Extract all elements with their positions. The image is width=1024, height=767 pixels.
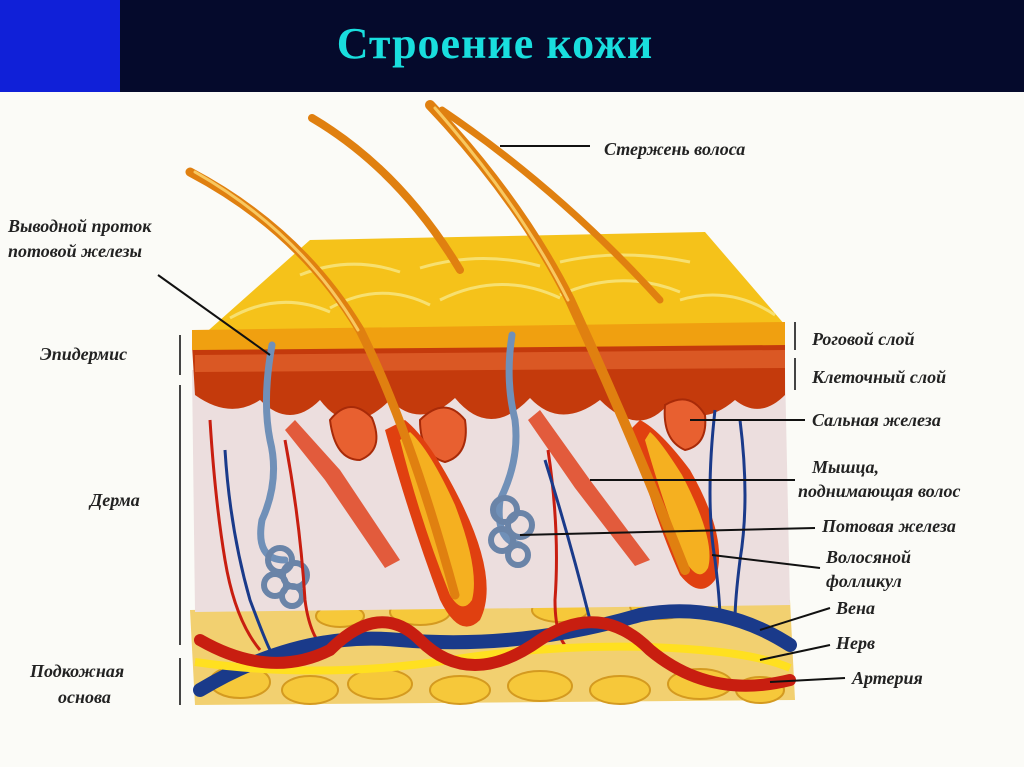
- hair-shaft-highlights: [193, 106, 570, 332]
- stratum-corneum-top: [192, 232, 785, 345]
- label-sweat-duct-line1: Выводной проток: [8, 216, 152, 236]
- label-sebaceous-gland: Сальная железа: [812, 410, 941, 430]
- label-hair-shaft: Стержень волоса: [604, 139, 746, 159]
- artery: [194, 616, 796, 692]
- vein: [193, 604, 797, 697]
- label-dermis: Дерма: [90, 490, 140, 510]
- slide-title: Строение кожи: [336, 19, 654, 68]
- title-bar: [0, 0, 1024, 92]
- sweat-gland-coils: [261, 495, 535, 609]
- title-accent: [0, 0, 120, 92]
- cell-layer-highlight: [195, 350, 785, 372]
- label-nerve: Нерв: [836, 633, 876, 653]
- label-muscle-line2: поднимающая волос: [798, 481, 961, 501]
- label-follicle-line2: фолликул: [826, 571, 902, 591]
- label-vein: Вена: [836, 598, 875, 618]
- stratum-corneum-front: [192, 322, 785, 350]
- leader-lines: [157, 145, 846, 683]
- arrector-muscles: [285, 410, 650, 568]
- venules: [223, 409, 747, 651]
- label-sweat-gland: Потовая железа: [822, 516, 956, 536]
- label-follicle-line1: Волосяной: [826, 547, 912, 567]
- label-sweat-duct-line2: потовой железы: [8, 241, 143, 261]
- label-hypodermis-line2: основа: [58, 687, 111, 707]
- label-muscle-line1: Мышца,: [812, 457, 879, 477]
- label-epidermis: Эпидермис: [40, 344, 128, 364]
- label-cell-layer: Клеточный слой: [812, 367, 947, 387]
- label-artery: Артерия: [852, 668, 923, 688]
- label-stratum-corneum: Роговой слой: [812, 329, 915, 349]
- label-hypodermis-line1: Подкожная: [30, 661, 125, 681]
- layer-brackets: [179, 322, 796, 705]
